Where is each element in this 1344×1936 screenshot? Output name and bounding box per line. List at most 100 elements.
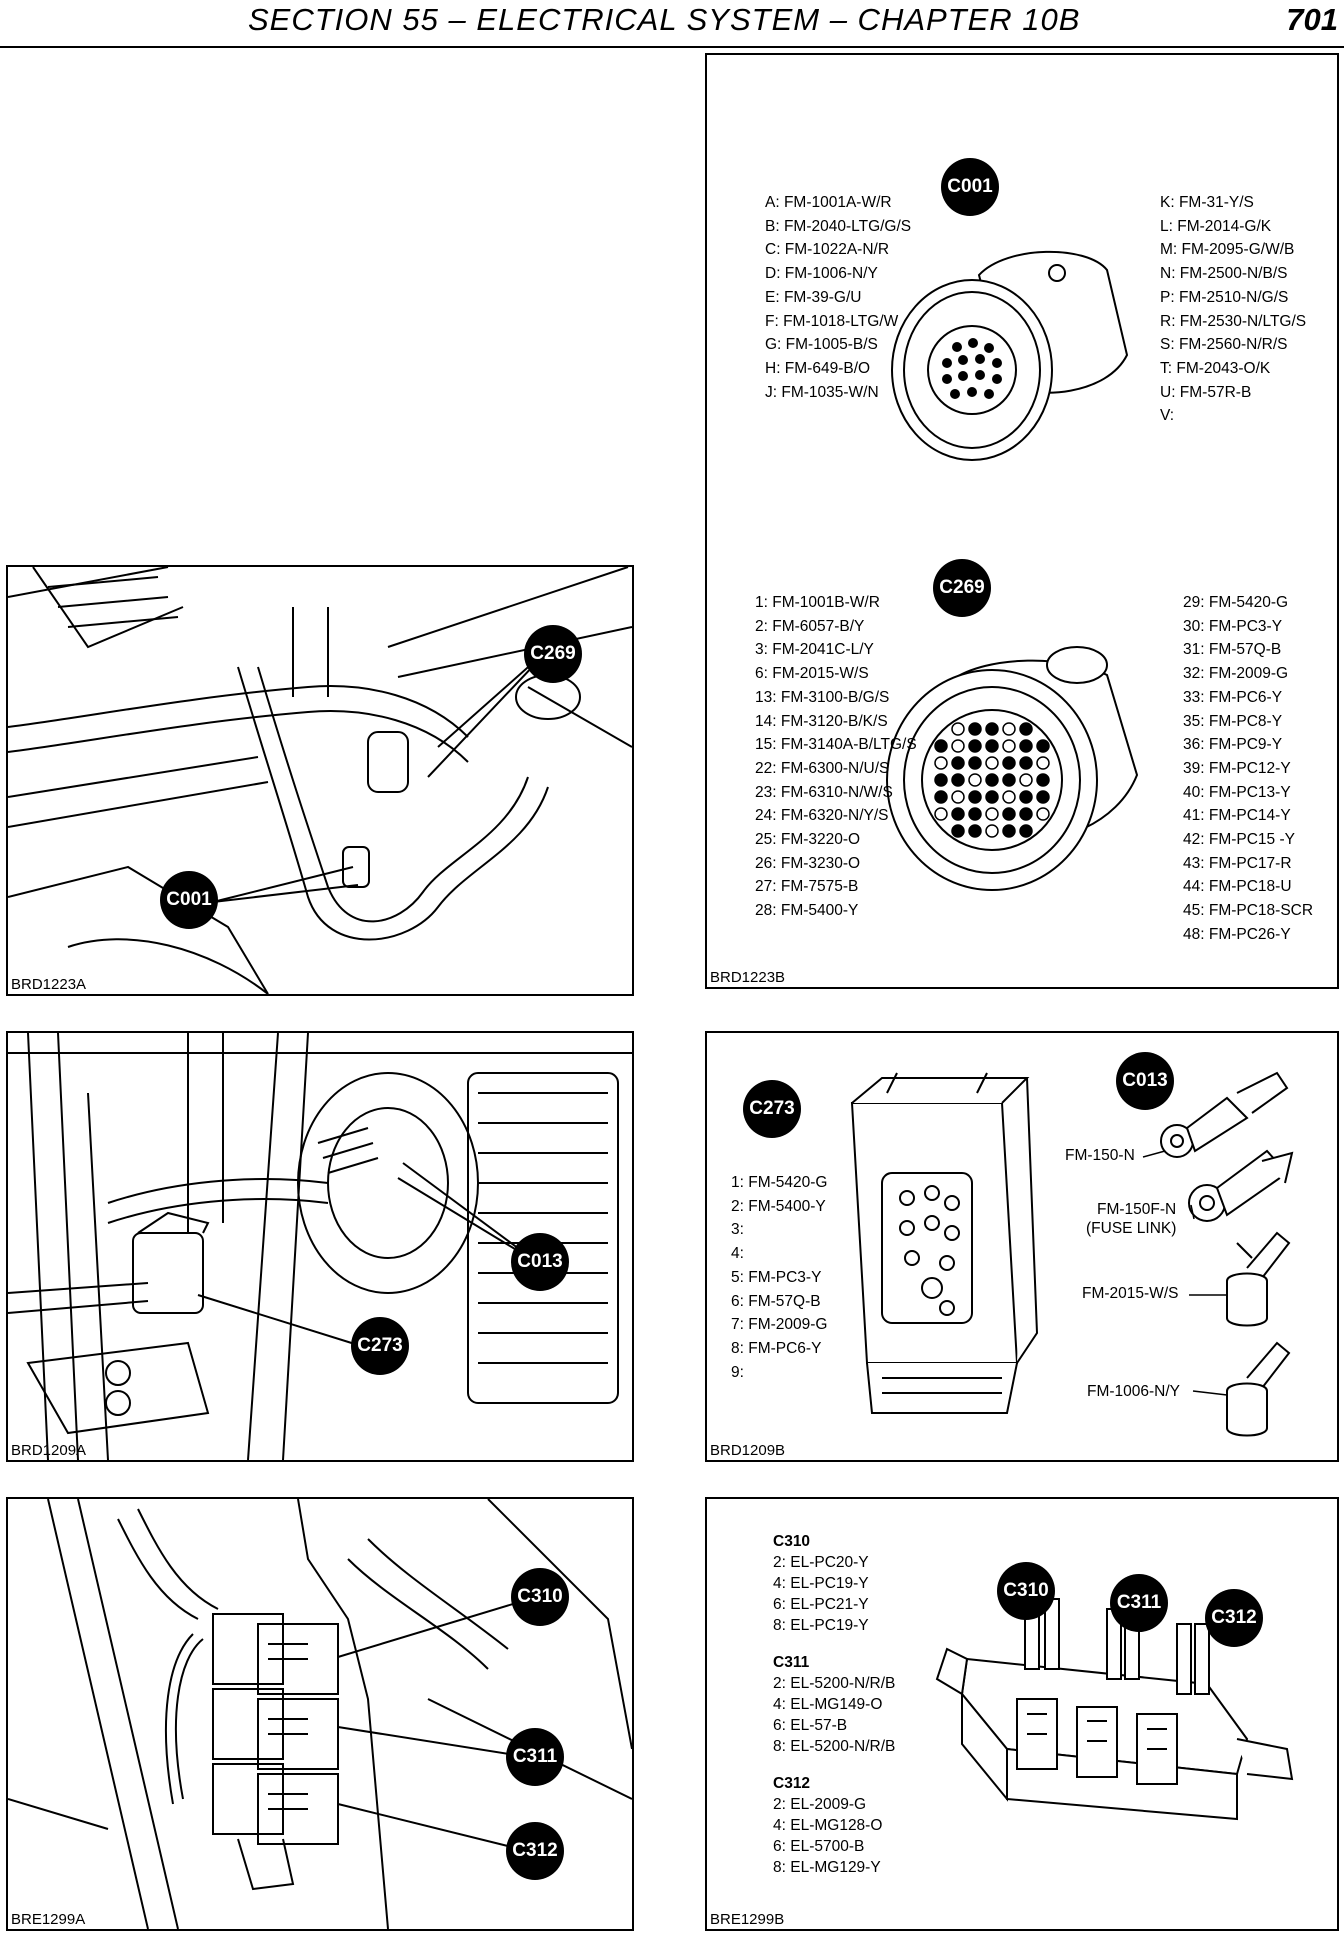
group-title: C310 (773, 1533, 811, 1550)
pin-entry: 41: FM-PC14-Y (1183, 807, 1291, 825)
pin-entry: 25: FM-3220-O (755, 831, 861, 849)
connector-pin (985, 824, 999, 838)
pin-entry: N: FM-2500-N/B/S (1160, 265, 1288, 283)
pin-entry: 6: FM-57Q-B (731, 1292, 821, 1310)
callout-c001: C001 (160, 871, 218, 929)
pin-entry: 2: FM-6057-B/Y (755, 617, 865, 635)
pin-entry: 35: FM-PC8-Y (1183, 712, 1283, 730)
pin-entry: 7: FM-2009-G (731, 1316, 828, 1334)
callout-c001: C001 (941, 158, 999, 216)
callout-c312: C312 (506, 1822, 564, 1880)
connector-pin (951, 773, 965, 787)
pin-entry: 27: FM-7575-B (755, 878, 859, 896)
pin-entry: V: (1160, 407, 1175, 425)
terminal-label: FM-150F-N (1097, 1201, 1177, 1218)
pin-entry: 43: FM-PC17-R (1183, 854, 1292, 872)
pin-entry: 3: FM-2041C-L/Y (755, 641, 874, 659)
pin-entry: 8: EL-PC19-Y (773, 1617, 869, 1634)
pin-entry: 4: (731, 1245, 744, 1263)
c310-pins: C310 2: EL-PC20-Y 4: EL-PC19-Y 6: EL-PC2… (773, 1531, 895, 1636)
pin-entry: 5: FM-PC3-Y (731, 1268, 822, 1286)
pin-entry: 4: EL-PC19-Y (773, 1575, 869, 1592)
pin-entry: J: FM-1035-W/N (765, 383, 879, 401)
connector-pin (985, 739, 999, 753)
connector-pin (934, 807, 948, 821)
c311-pins: C311 2: EL-5200-N/R/B 4: EL-MG149-O 6: E… (773, 1652, 895, 1757)
pin-entry: 6: EL-57-B (773, 1717, 848, 1734)
connector-pin (1019, 773, 1033, 787)
pin-entry: 8: FM-PC6-Y (731, 1339, 822, 1357)
connector-pin (1002, 722, 1016, 736)
pin-entry: 30: FM-PC3-Y (1183, 617, 1283, 635)
pin-entry: 40: FM-PC13-Y (1183, 783, 1291, 801)
pin-entry: 2: EL-2009-G (773, 1796, 867, 1813)
relay-block-illustration (8, 1499, 632, 1929)
connector-pin (1002, 756, 1016, 770)
c269-pins-left: 1: FM-1001B-W/R 2: FM-6057-B/Y 3: FM-204… (755, 591, 917, 923)
figure-ref: BRE1299B (710, 1911, 785, 1928)
group-title: C312 (773, 1775, 811, 1792)
connector-pin (968, 739, 982, 753)
c273-and-c013-illustrations (850, 1071, 1294, 1437)
pin-entry: A: FM-1001A-W/R (765, 194, 892, 211)
connector-pin (934, 756, 948, 770)
diagram-panel-brd1209b: C273 1: FM-5420-G 2: FM-5400-Y 3: 4: 5: … (705, 1031, 1339, 1462)
connector-pin (968, 756, 982, 770)
connector-pin (1036, 756, 1050, 770)
connector-pin (951, 756, 965, 770)
figure-ref: BRE1299A (11, 1911, 86, 1928)
figure-ref: BRD1223B (710, 969, 786, 986)
pin-entry: M: FM-2095-G/W/B (1160, 241, 1295, 259)
group-title: C311 (773, 1654, 810, 1671)
callout-c273: C273 (743, 1080, 801, 1138)
section-title: SECTION 55 – ELECTRICAL SYSTEM – CHAPTER… (248, 2, 1081, 37)
pin-entry: C: FM-1022A-N/R (765, 241, 890, 259)
connector-pin (968, 807, 982, 821)
pin-entry: K: FM-31-Y/S (1160, 194, 1254, 211)
pin-entry: H: FM-649-B/O (765, 359, 871, 377)
pin-entry: G: FM-1005-B/S (765, 336, 878, 354)
connector-pin (1002, 790, 1016, 804)
connector-pin (951, 790, 965, 804)
pin-entry: S: FM-2560-N/R/S (1160, 336, 1288, 354)
connector-pin (934, 739, 948, 753)
connector-pin (985, 790, 999, 804)
pin-entry: 13: FM-3100-B/G/S (755, 688, 890, 706)
photo-panel-bre1299a: C310 C311 C312 BRE1299A (6, 1497, 634, 1931)
connector-pin (1019, 739, 1033, 753)
connector-pin (951, 807, 965, 821)
pin-entry: 36: FM-PC9-Y (1183, 736, 1283, 754)
callout-c273: C273 (351, 1317, 409, 1375)
connector-pin (1019, 722, 1033, 736)
callout-c013: C013 (1116, 1052, 1174, 1110)
connector-pin (985, 807, 999, 821)
c269-pins-right: 29: FM-5420-G 30: FM-PC3-Y 31: FM-57Q-B … (1183, 591, 1313, 947)
callout-c013: C013 (511, 1233, 569, 1291)
c001-pins-right: K: FM-31-Y/S L: FM-2014-G/K M: FM-2095-G… (1160, 191, 1306, 428)
pin-entry: 31: FM-57Q-B (1183, 641, 1282, 659)
pin-entry: 24: FM-6320-N/Y/S (755, 807, 889, 825)
pin-entry: 1: FM-1001B-W/R (755, 594, 880, 611)
callout-c310: C310 (511, 1568, 569, 1626)
terminal-label: (FUSE LINK) (1086, 1220, 1177, 1237)
photo-panel-brd1209a: C013 C273 BRD1209A (6, 1031, 634, 1462)
connector-pin (1002, 824, 1016, 838)
connector-pin (1036, 807, 1050, 821)
terminal-label: FM-1006-N/Y (1087, 1383, 1181, 1400)
pin-entry: 2: FM-5400-Y (731, 1197, 826, 1215)
pin-entry: 23: FM-6310-N/W/S (755, 783, 893, 801)
pin-entry: R: FM-2530-N/LTG/S (1160, 312, 1307, 330)
relay-base-illustration (935, 1598, 1294, 1821)
pin-entry: 14: FM-3120-B/K/S (755, 712, 888, 730)
pin-entry: F: FM-1018-LTG/W (765, 312, 899, 330)
pin-entry: 8: EL-MG129-Y (773, 1859, 881, 1876)
pin-entry: 2: EL-5200-N/R/B (773, 1675, 896, 1692)
connector-pin (934, 790, 948, 804)
pin-entry: 39: FM-PC12-Y (1183, 759, 1291, 777)
pin-entry: 33: FM-PC6-Y (1183, 688, 1283, 706)
c312-pins: C312 2: EL-2009-G 4: EL-MG128-O 6: EL-57… (773, 1773, 895, 1878)
c273-pins: 1: FM-5420-G 2: FM-5400-Y 3: 4: 5: FM-PC… (731, 1171, 827, 1384)
connector-pin (1036, 790, 1050, 804)
figure-ref: BRD1223A (11, 976, 87, 993)
c001-pins-left: A: FM-1001A-W/R B: FM-2040-LTG/G/S C: FM… (765, 191, 911, 404)
